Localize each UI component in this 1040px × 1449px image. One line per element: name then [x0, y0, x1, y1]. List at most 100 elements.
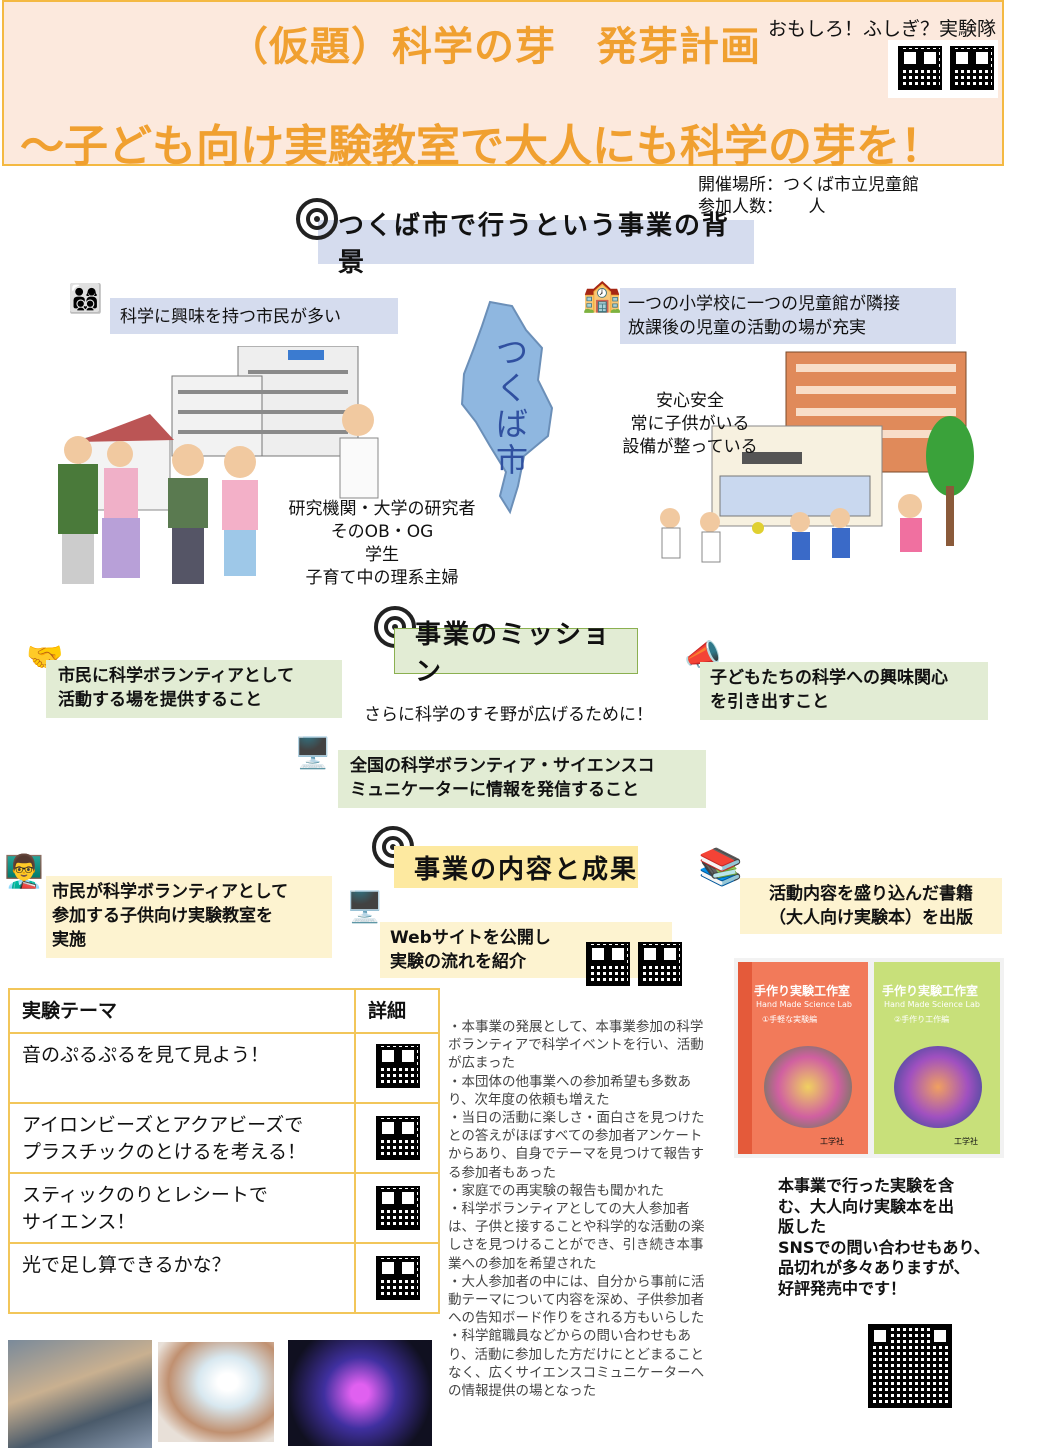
- header-banner: [2, 0, 1004, 166]
- citizens-label-text: 科学に興味を持つ市民が多い: [120, 307, 341, 327]
- results-heading: 事業の内容と成果: [394, 846, 638, 888]
- researchers-line3: 学生: [365, 545, 399, 565]
- book-vol-2: ②手作り工作編: [894, 1015, 950, 1024]
- detail-cell: [354, 1102, 440, 1174]
- theme-cell: 光で足し算できるかな？: [8, 1242, 356, 1314]
- theme-text: スティックのりとレシートで: [22, 1184, 268, 1206]
- table-row: スティックのりとレシートで サイエンス！: [8, 1172, 440, 1244]
- researchers-line4: 子育て中の理系主婦: [305, 568, 459, 588]
- results-book-line2: （大人向け実験本）を出版: [769, 908, 973, 928]
- table-row: 光で足し算できるかな？: [8, 1242, 440, 1314]
- researchers-text: 研究機関・大学の研究者 そのOB・OG 学生 子育て中の理系主婦: [262, 498, 502, 590]
- school-line2: 放課後の児童の活動の場が充実: [628, 318, 866, 338]
- note-item: ・大人参加者の中には、自分から事前に活動テーマについて内容を深め、子供参加者への…: [448, 1273, 705, 1327]
- book-cover-photo-2: [894, 1046, 982, 1128]
- theme-text: アイロンビーズとアクアビーズで: [22, 1114, 304, 1136]
- table-row: 音のぷるぷるを見て見よう！: [8, 1032, 440, 1104]
- mission-heading-text: 事業のミッション: [415, 620, 612, 687]
- school-icon: 🏫: [582, 276, 622, 314]
- book-vol-1: ①手軽な実験編: [762, 1015, 818, 1024]
- theme-text: プラスチックのとけるを考える！: [22, 1141, 307, 1163]
- mission-left: 市民に科学ボランティアとして 活動する場を提供すること: [46, 660, 342, 718]
- mission-heading: 事業のミッション: [394, 620, 638, 687]
- school-illustration: [660, 351, 974, 563]
- book-title-1: 手作り実験工作室: [754, 984, 851, 998]
- mission-left-line1: 市民に科学ボランティアとして: [58, 666, 295, 686]
- qr-code-4[interactable]: [638, 942, 682, 986]
- col-theme-header: 実験テーマ: [8, 988, 356, 1034]
- note-item: ・本団体の他事業への参加希望も多数あり、次年度の依頼も増えた: [448, 1073, 691, 1108]
- note-item: ・当日の活動に楽しさ・面白さを見つけたとの答えがほぼすべての参加者アンケートから…: [448, 1110, 705, 1181]
- note-item: ・家庭での再実験の報告も聞かれた: [448, 1182, 664, 1199]
- qr-code-2[interactable]: [950, 46, 994, 90]
- mission-right: 子どもたちの科学への興味関心 を引き出すこと: [700, 662, 988, 720]
- book-spine: [738, 962, 752, 1154]
- book-desc-line: 品切れが多々ありますが、: [778, 1258, 970, 1277]
- title-line1: （仮題）科学の芽 発芽計画: [228, 24, 761, 70]
- theme-table: 実験テーマ 詳細 音のぷるぷるを見て見よう！ アイロンビーズとアクアビーズで プ…: [8, 988, 440, 1314]
- teacher-icon: 👨‍🏫: [4, 852, 44, 890]
- research-building-illustration: [171, 346, 359, 457]
- book-cover-photo-1: [764, 1046, 852, 1128]
- note-item: ・科学ボランティアとしての大人参加者は、子供と接することや科学的な活動の楽しさを…: [448, 1201, 705, 1272]
- book-subtitle-2: Hand Made Science Lab: [884, 1000, 980, 1009]
- note-item: ・本事業の発展として、本事業参加の科学ボランティアで科学イベントを行い、活動が広…: [448, 1019, 704, 1072]
- results-left: 市民が科学ボランティアとして 参加する子供向け実験教室を 実施: [46, 876, 332, 958]
- table-row: アイロンビーズとアクアビーズで プラスチックのとけるを考える！: [8, 1102, 440, 1174]
- computer-icon: 🖥️: [346, 890, 384, 925]
- detail-cell: [354, 1032, 440, 1104]
- citizens-illustration: [58, 404, 379, 584]
- light-experiment-photo: [288, 1340, 432, 1446]
- qr-code-1[interactable]: [898, 46, 942, 90]
- mission-bottom-line1: 全国の科学ボランティア・サイエンスコ: [350, 756, 655, 776]
- theme-cell: スティックのりとレシートで サイエンス！: [8, 1172, 356, 1244]
- people-icon: 👨‍👩‍👦‍👦: [68, 282, 103, 315]
- qr-code-book[interactable]: [868, 1324, 952, 1408]
- book-desc-line: 本事業で行った実験を含: [778, 1176, 955, 1195]
- safety-line3: 設備が整っている: [622, 437, 758, 457]
- safety-text: 安心安全 常に子供がいる 設備が整っている: [610, 390, 770, 459]
- col-detail-header: 詳細: [354, 988, 440, 1034]
- book-publisher-1: 工学社: [820, 1137, 844, 1146]
- results-left-line1: 市民が科学ボランティアとして: [52, 882, 289, 902]
- qr-code[interactable]: [376, 1256, 420, 1300]
- results-book: 活動内容を盛り込んだ書籍 （大人向け実験本）を出版: [740, 878, 1002, 934]
- book-cover-2: 手作り実験工作室 Hand Made Science Lab ②手作り工作編 工…: [874, 962, 1000, 1154]
- qr-code-3[interactable]: [586, 942, 630, 986]
- mission-bottom-line2: ミュニケーターに情報を発信すること: [350, 780, 639, 800]
- book-subtitle-1: Hand Made Science Lab: [756, 1000, 852, 1009]
- results-book-line1: 活動内容を盛り込んだ書籍: [769, 884, 973, 904]
- experiment-cup-photo: [158, 1342, 274, 1442]
- theme-text: 光で足し算できるかな？: [22, 1254, 231, 1276]
- venue-place: 開催場所：つくば市立児童館: [698, 175, 919, 195]
- citizens-label: 科学に興味を持つ市民が多い: [110, 298, 398, 334]
- book-desc-line: 好評発売中です！: [778, 1278, 907, 1298]
- map-label: つくば市: [496, 333, 529, 479]
- background-heading: つくば市で行うという事業の背景: [318, 211, 754, 278]
- school-label: 一つの小学校に一つの児童館が隣接 放課後の児童の活動の場が充実: [620, 288, 956, 344]
- results-left-line3: 実施: [52, 930, 86, 950]
- detail-cell: [354, 1172, 440, 1244]
- theme-cell: アイロンビーズとアクアビーズで プラスチックのとけるを考える！: [8, 1102, 356, 1174]
- qr-code[interactable]: [376, 1116, 420, 1160]
- qr-code[interactable]: [376, 1186, 420, 1230]
- table-header-row: 実験テーマ 詳細: [8, 988, 440, 1034]
- venue-participants: 参加人数： 人: [698, 197, 826, 217]
- mission-bottom: 全国の科学ボランティア・サイエンスコ ミュニケーターに情報を発信すること: [338, 750, 706, 808]
- org-name: おもしろ！ふしぎ？実験隊: [768, 18, 997, 40]
- researchers-line2: そのOB・OG: [330, 522, 434, 542]
- computer-icon: 🖥️: [294, 736, 332, 771]
- note-item: ・科学館職員などからの問い合わせもあり、活動に参加した方だけにとどまることなく、…: [448, 1328, 705, 1400]
- book-description: 本事業で行った実験を含 む、大人向け実験本を出 版した SNSでの問い合わせもあ…: [778, 1176, 990, 1299]
- safety-line1: 安心安全: [656, 391, 724, 411]
- book-desc-line: SNSでの問い合わせもあり、: [778, 1237, 990, 1257]
- book-title-2: 手作り実験工作室: [882, 984, 979, 998]
- theme-cell: 音のぷるぷるを見て見よう！: [8, 1032, 356, 1104]
- mission-right-line2: を引き出すこと: [710, 692, 829, 712]
- background-heading-text: つくば市で行うという事業の背景: [338, 211, 731, 278]
- results-heading-text: 事業の内容と成果: [414, 854, 639, 885]
- book-desc-line: 版した: [778, 1217, 827, 1236]
- mission-left-line2: 活動する場を提供すること: [58, 690, 262, 710]
- results-notes: ・本事業の発展として、本事業参加の科学ボランティアで科学イベントを行い、活動が広…: [448, 1018, 713, 1400]
- qr-code[interactable]: [376, 1044, 420, 1088]
